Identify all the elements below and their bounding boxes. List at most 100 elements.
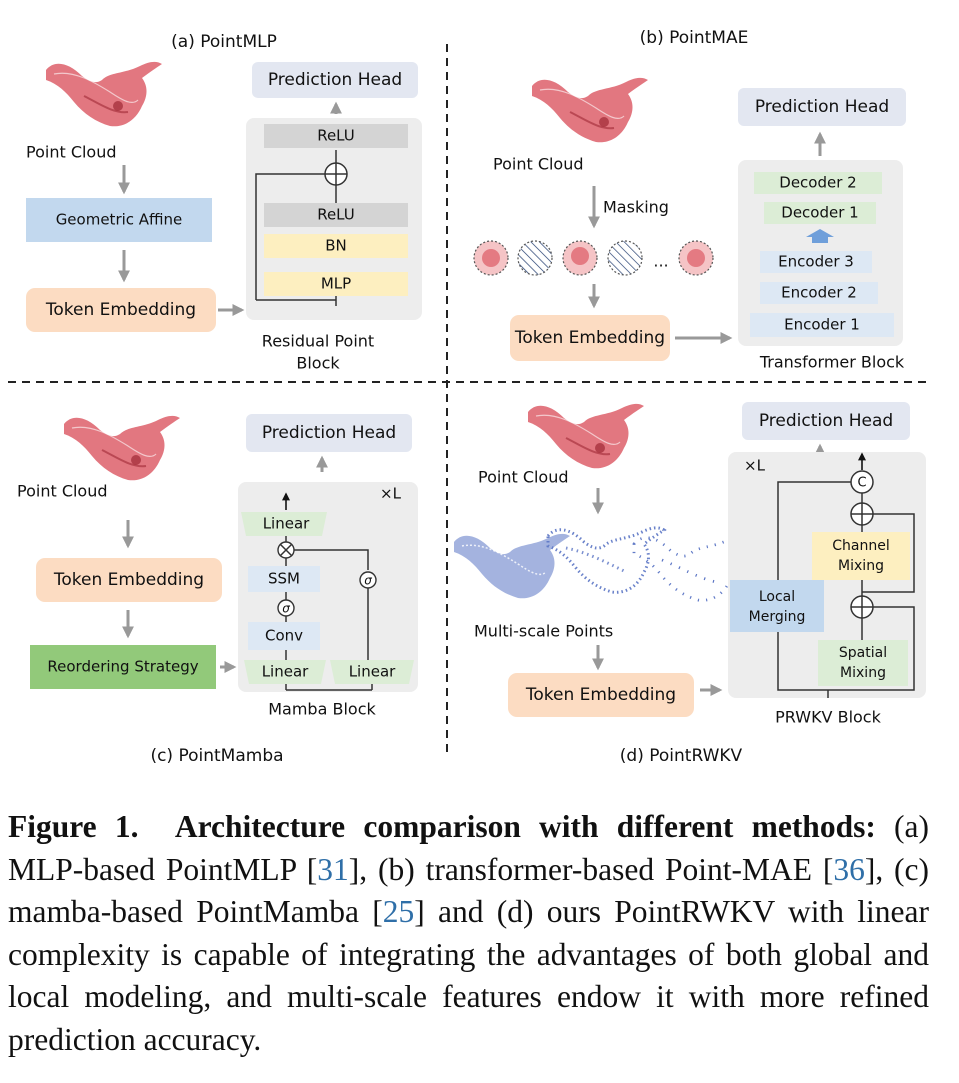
linear-left-label: Linear xyxy=(262,663,309,681)
mlp-box xyxy=(264,272,408,296)
local-merging-box xyxy=(730,580,824,632)
multiscale-label: Multi-scale Points xyxy=(474,622,613,641)
decoder1-label: Decoder 1 xyxy=(781,204,858,222)
bn-label: BN xyxy=(325,237,347,255)
prediction-head-box xyxy=(738,88,906,126)
citation-31-link[interactable]: 31 xyxy=(317,851,349,887)
channel-mixing-box xyxy=(812,532,910,580)
linear-top-label: Linear xyxy=(263,515,310,533)
token-embedding-box xyxy=(508,673,694,717)
encoder1-label: Encoder 1 xyxy=(784,316,860,334)
token-embedding-box xyxy=(26,288,216,332)
point-cloud-label: Point Cloud xyxy=(478,468,569,487)
point-cloud-label: Point Cloud xyxy=(17,482,108,501)
prediction-head-label: Prediction Head xyxy=(755,97,889,117)
encoder3-label: Encoder 3 xyxy=(778,253,854,271)
point-cloud-image xyxy=(45,60,163,128)
panel-pointrwkv: Point Cloud Multi-scale Points Token Emb… xyxy=(453,402,926,766)
relu-top-box xyxy=(264,124,408,148)
prediction-head-label: Prediction Head xyxy=(759,411,893,431)
encoder2-box xyxy=(760,282,878,304)
masking-label: Masking xyxy=(603,198,669,217)
sigma-right-label: σ xyxy=(364,574,372,588)
relu-bottom-box xyxy=(264,203,408,227)
caption-text-2: ], (b) transformer-based Point-MAE [ xyxy=(348,851,834,887)
decoder1-box xyxy=(764,202,876,224)
ellipsis-label: ... xyxy=(653,252,668,271)
decoder2-box xyxy=(754,172,882,194)
token-embedding-label: Token Embedding xyxy=(45,300,196,320)
citation-25-link[interactable]: 25 xyxy=(382,894,415,929)
mlp-label: MLP xyxy=(321,275,351,293)
caption-text-3: ], (c) mamba-based PointMamba [ xyxy=(8,851,930,930)
caption-text-4: ] and (d) ours PointRWKV with linear com… xyxy=(8,894,929,1057)
caption-text-1: (a) MLP-based PointMLP [ xyxy=(8,809,930,887)
caption-label: Figure 1. xyxy=(8,809,139,844)
bn-box xyxy=(264,234,408,258)
linear-right-label: Linear xyxy=(349,663,396,681)
token-embedding-box xyxy=(510,315,670,361)
point-cloud-image xyxy=(63,414,181,482)
prediction-head-box xyxy=(246,414,412,452)
encoder1-box xyxy=(750,313,894,337)
geometric-affine-box xyxy=(26,198,212,242)
point-cloud-image xyxy=(531,76,649,144)
local-merging-label-line1: Local xyxy=(759,589,795,605)
spatial-mixing-label-line2: Mixing xyxy=(840,665,886,681)
reordering-label: Reordering Strategy xyxy=(47,658,198,676)
prediction-head-label: Prediction Head xyxy=(268,70,402,90)
transformer-caption: Transformer Block xyxy=(759,353,905,372)
encoder3-box xyxy=(760,251,872,273)
spatial-mixing-label-line1: Spatial xyxy=(839,645,887,661)
mamba-caption: Mamba Block xyxy=(268,700,376,719)
prwkv-caption: PRWKV Block xyxy=(775,708,881,727)
linear-top-box xyxy=(241,512,327,536)
decoder2-label: Decoder 2 xyxy=(779,174,856,192)
masked-patches xyxy=(473,240,714,276)
citation-36-link[interactable]: 36 xyxy=(833,851,865,887)
architecture-diagram: (a) PointMLP Point Cloud Geometric Affin… xyxy=(8,28,930,766)
panel-b-title: (b) PointMAE xyxy=(640,28,749,48)
reordering-box xyxy=(30,645,216,689)
ssm-label: SSM xyxy=(268,570,300,588)
ssm-box xyxy=(248,566,320,592)
sigma-left-label: σ xyxy=(282,602,290,616)
geometric-affine-label: Geometric Affine xyxy=(56,211,183,229)
panel-pointmamba: Point Cloud Token Embedding Reordering S… xyxy=(17,414,418,766)
prediction-head-box xyxy=(252,62,418,98)
token-embedding-box xyxy=(36,558,222,602)
point-cloud-label: Point Cloud xyxy=(493,155,584,174)
relu-bottom-label: ReLU xyxy=(317,206,355,224)
caption-paragraph: Figure 1. Architecture comparison with d… xyxy=(8,806,929,1061)
panel-a-title: (a) PointMLP xyxy=(171,32,277,52)
panel-pointmae: (b) PointMAE Point Cloud Masking ... Tok… xyxy=(473,28,906,372)
figure-caption: Figure 1. Architecture comparison with d… xyxy=(8,806,929,1061)
linear-left-box xyxy=(244,660,326,684)
point-cloud-image xyxy=(527,402,645,470)
caption-title: Architecture comparison with different m… xyxy=(174,809,876,844)
token-embedding-label: Token Embedding xyxy=(525,685,676,705)
spatial-mixing-box xyxy=(818,640,908,686)
prediction-head-label: Prediction Head xyxy=(262,423,396,443)
token-embedding-label: Token Embedding xyxy=(514,328,665,348)
conv-label: Conv xyxy=(265,627,303,645)
channel-mixing-label-line2: Mixing xyxy=(838,558,884,574)
residual-caption-line2: Block xyxy=(296,354,340,373)
repeat-label: ×L xyxy=(744,457,766,475)
residual-caption-line1: Residual Point xyxy=(262,332,374,351)
panel-d-title: (d) PointRWKV xyxy=(620,746,743,766)
point-cloud-label: Point Cloud xyxy=(26,143,117,162)
conv-box xyxy=(248,622,320,650)
encoder2-label: Encoder 2 xyxy=(781,284,857,302)
panel-pointmlp: (a) PointMLP Point Cloud Geometric Affin… xyxy=(26,32,422,373)
dense-points-image xyxy=(453,533,571,600)
prediction-head-box xyxy=(742,402,910,440)
repeat-label: ×L xyxy=(380,485,402,503)
relu-top-label: ReLU xyxy=(317,127,355,145)
channel-mixing-label-line1: Channel xyxy=(832,538,889,554)
up-arrow-icon xyxy=(806,229,834,243)
panel-c-title: (c) PointMamba xyxy=(150,746,283,766)
local-merging-label-line2: Merging xyxy=(749,609,806,625)
linear-right-box xyxy=(330,660,414,684)
token-embedding-label: Token Embedding xyxy=(53,570,204,590)
